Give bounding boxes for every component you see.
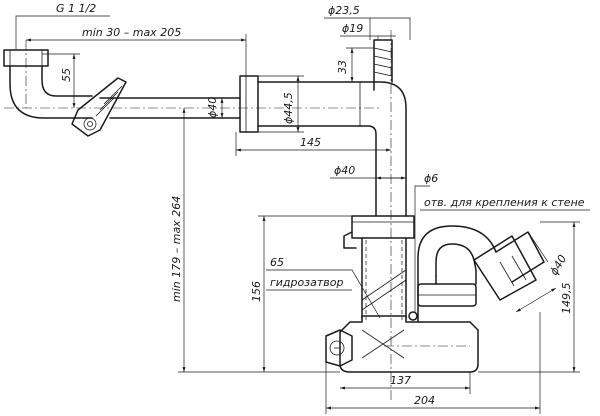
label-width-137: 137 bbox=[390, 374, 411, 387]
label-vertical-diameter-40: ϕ40 bbox=[334, 164, 355, 177]
label-width-204: 204 bbox=[414, 394, 435, 407]
dimension-lines bbox=[15, 15, 590, 414]
label-height-range: min 179 – max 264 bbox=[170, 196, 183, 302]
pipe-nut bbox=[239, 75, 259, 133]
label-hole-diameter: ϕ6 bbox=[424, 172, 438, 185]
label-wall-mount-note: отв. для крепления к стене bbox=[424, 196, 585, 209]
label-nut-diameter: ϕ44,5 bbox=[282, 92, 295, 124]
mount-hole bbox=[408, 311, 418, 321]
outlet-bend bbox=[417, 225, 545, 323]
horizontal-pipe bbox=[99, 97, 241, 119]
label-seal-depth: 65 bbox=[270, 256, 284, 269]
vertical-drain-body bbox=[325, 215, 479, 373]
angled-outlet bbox=[473, 235, 537, 301]
collar-nut bbox=[351, 215, 415, 239]
label-dim-55: 55 bbox=[60, 68, 73, 82]
center-lines bbox=[4, 30, 470, 400]
bottle-trap-body bbox=[339, 315, 479, 373]
label-dim-33: 33 bbox=[336, 60, 349, 74]
label-pipe-diameter-40: ϕ40 bbox=[206, 97, 219, 118]
label-outlet-diameter: ϕ40 bbox=[547, 253, 569, 278]
label-outer-diameter-top: ϕ23,5 bbox=[328, 4, 360, 17]
label-inner-diameter-top: ϕ19 bbox=[342, 22, 363, 35]
side-hook bbox=[343, 231, 357, 249]
label-dim-145: 145 bbox=[300, 136, 321, 149]
dimension-labels: G 1 1/2 min 30 – max 205 ϕ23,5 ϕ19 33 55… bbox=[56, 2, 585, 407]
inlet-elbow bbox=[9, 65, 93, 119]
label-height-149-5: 149,5 bbox=[560, 283, 573, 315]
label-height-156: 156 bbox=[250, 281, 263, 302]
sink-inlet-assembly bbox=[3, 39, 407, 217]
overflow-clamp bbox=[71, 77, 127, 137]
pipe-elbow-down bbox=[359, 81, 407, 217]
label-pipe-length: min 30 – max 205 bbox=[82, 26, 181, 39]
label-water-seal: гидрозатвор bbox=[270, 276, 343, 289]
label-thread: G 1 1/2 bbox=[56, 2, 96, 15]
